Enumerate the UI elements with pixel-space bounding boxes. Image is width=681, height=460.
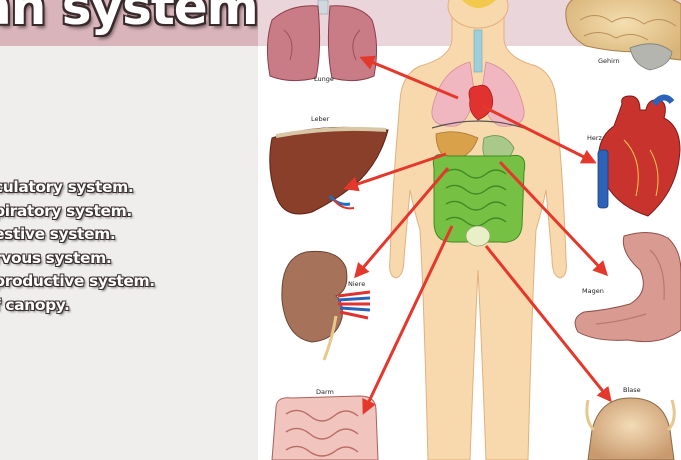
arrow-to-darm [362,225,454,415]
label-niere: Niere [348,280,365,288]
label-darm: Darm [316,388,334,396]
label-magen: Magen [582,287,604,295]
label-blase: Blase [623,386,641,394]
bullet-item: piratory system. [0,201,132,220]
trachea-shape [473,29,483,73]
heart-illustration [597,94,681,217]
arrow-to-leber [343,152,447,192]
arrow-to-magen [498,160,609,277]
organ-diagram: Lunge Gehirn Leber Herz Niere Magen Darm [258,0,681,460]
bullet-item: f canopy. [0,295,70,314]
label-gehirn: Gehirn [598,57,620,65]
arrow-to-blase [484,245,612,403]
kidney-illustration [281,250,371,361]
intestine-illustration [271,395,379,460]
body-bladder-shape [465,225,491,247]
bullet-list: culatory system. piratory system. estive… [0,176,155,318]
label-lunge: Lunge [314,75,334,83]
bullet-item: culatory system. [0,178,134,196]
bullet-item: productive system. [0,272,155,291]
label-herz: Herz [587,134,603,142]
stomach-illustration [574,232,681,343]
liver-illustration [269,126,389,215]
brain-illustration [565,0,681,71]
slide-title: an system [0,0,259,36]
arrow-to-lunge [359,55,459,100]
body-heart-shape [468,84,494,121]
bullet-item: rvous system. [0,248,112,267]
body-liver-shape [435,131,479,161]
body-left-lung-shape [431,61,475,127]
bladder-illustration [585,397,676,460]
arrow-to-herz [481,104,597,164]
diaphragm-line [431,120,525,129]
bullet-item: estive system. [0,225,116,244]
head-brain-shape [462,0,496,8]
arrow-to-niere [354,167,450,279]
label-leber: Leber [311,115,330,123]
arrows [343,55,612,415]
